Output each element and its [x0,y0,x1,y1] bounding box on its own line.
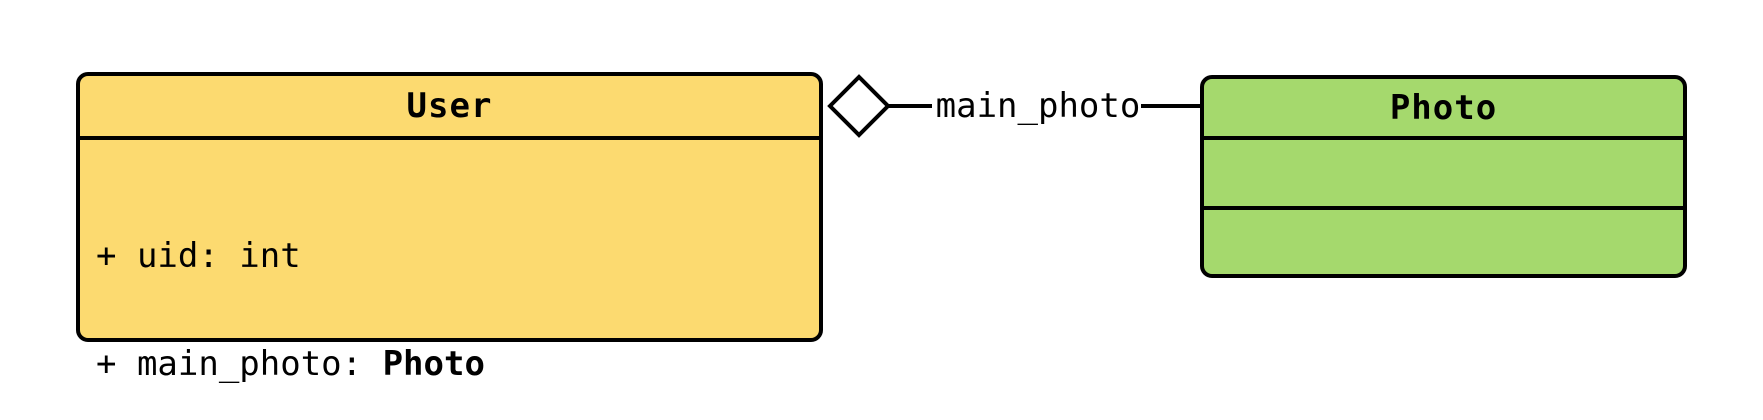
user-class-title: User [80,76,819,140]
user-attributes-compartment: + uid: int + main_photo: Photo [80,140,819,420]
photo-class-title: Photo [1204,79,1683,140]
aggregation-diamond-icon [827,74,891,138]
attribute-uid: + uid: int [96,238,819,274]
attribute-uid-text: + uid: [96,236,240,276]
photo-attributes-compartment [1204,140,1683,210]
attribute-main-photo-type: Photo [382,344,485,384]
photo-methods-compartment [1204,210,1683,274]
attribute-uid-type: int [239,236,301,276]
attribute-main-photo-text: + main_photo: [96,344,383,384]
class-box-user: User + uid: int + main_photo: Photo + __… [76,72,823,382]
attribute-main-photo: + main_photo: Photo [96,346,819,382]
class-box-photo: Photo [1200,75,1687,278]
relationship-label: main_photo [935,86,1141,126]
